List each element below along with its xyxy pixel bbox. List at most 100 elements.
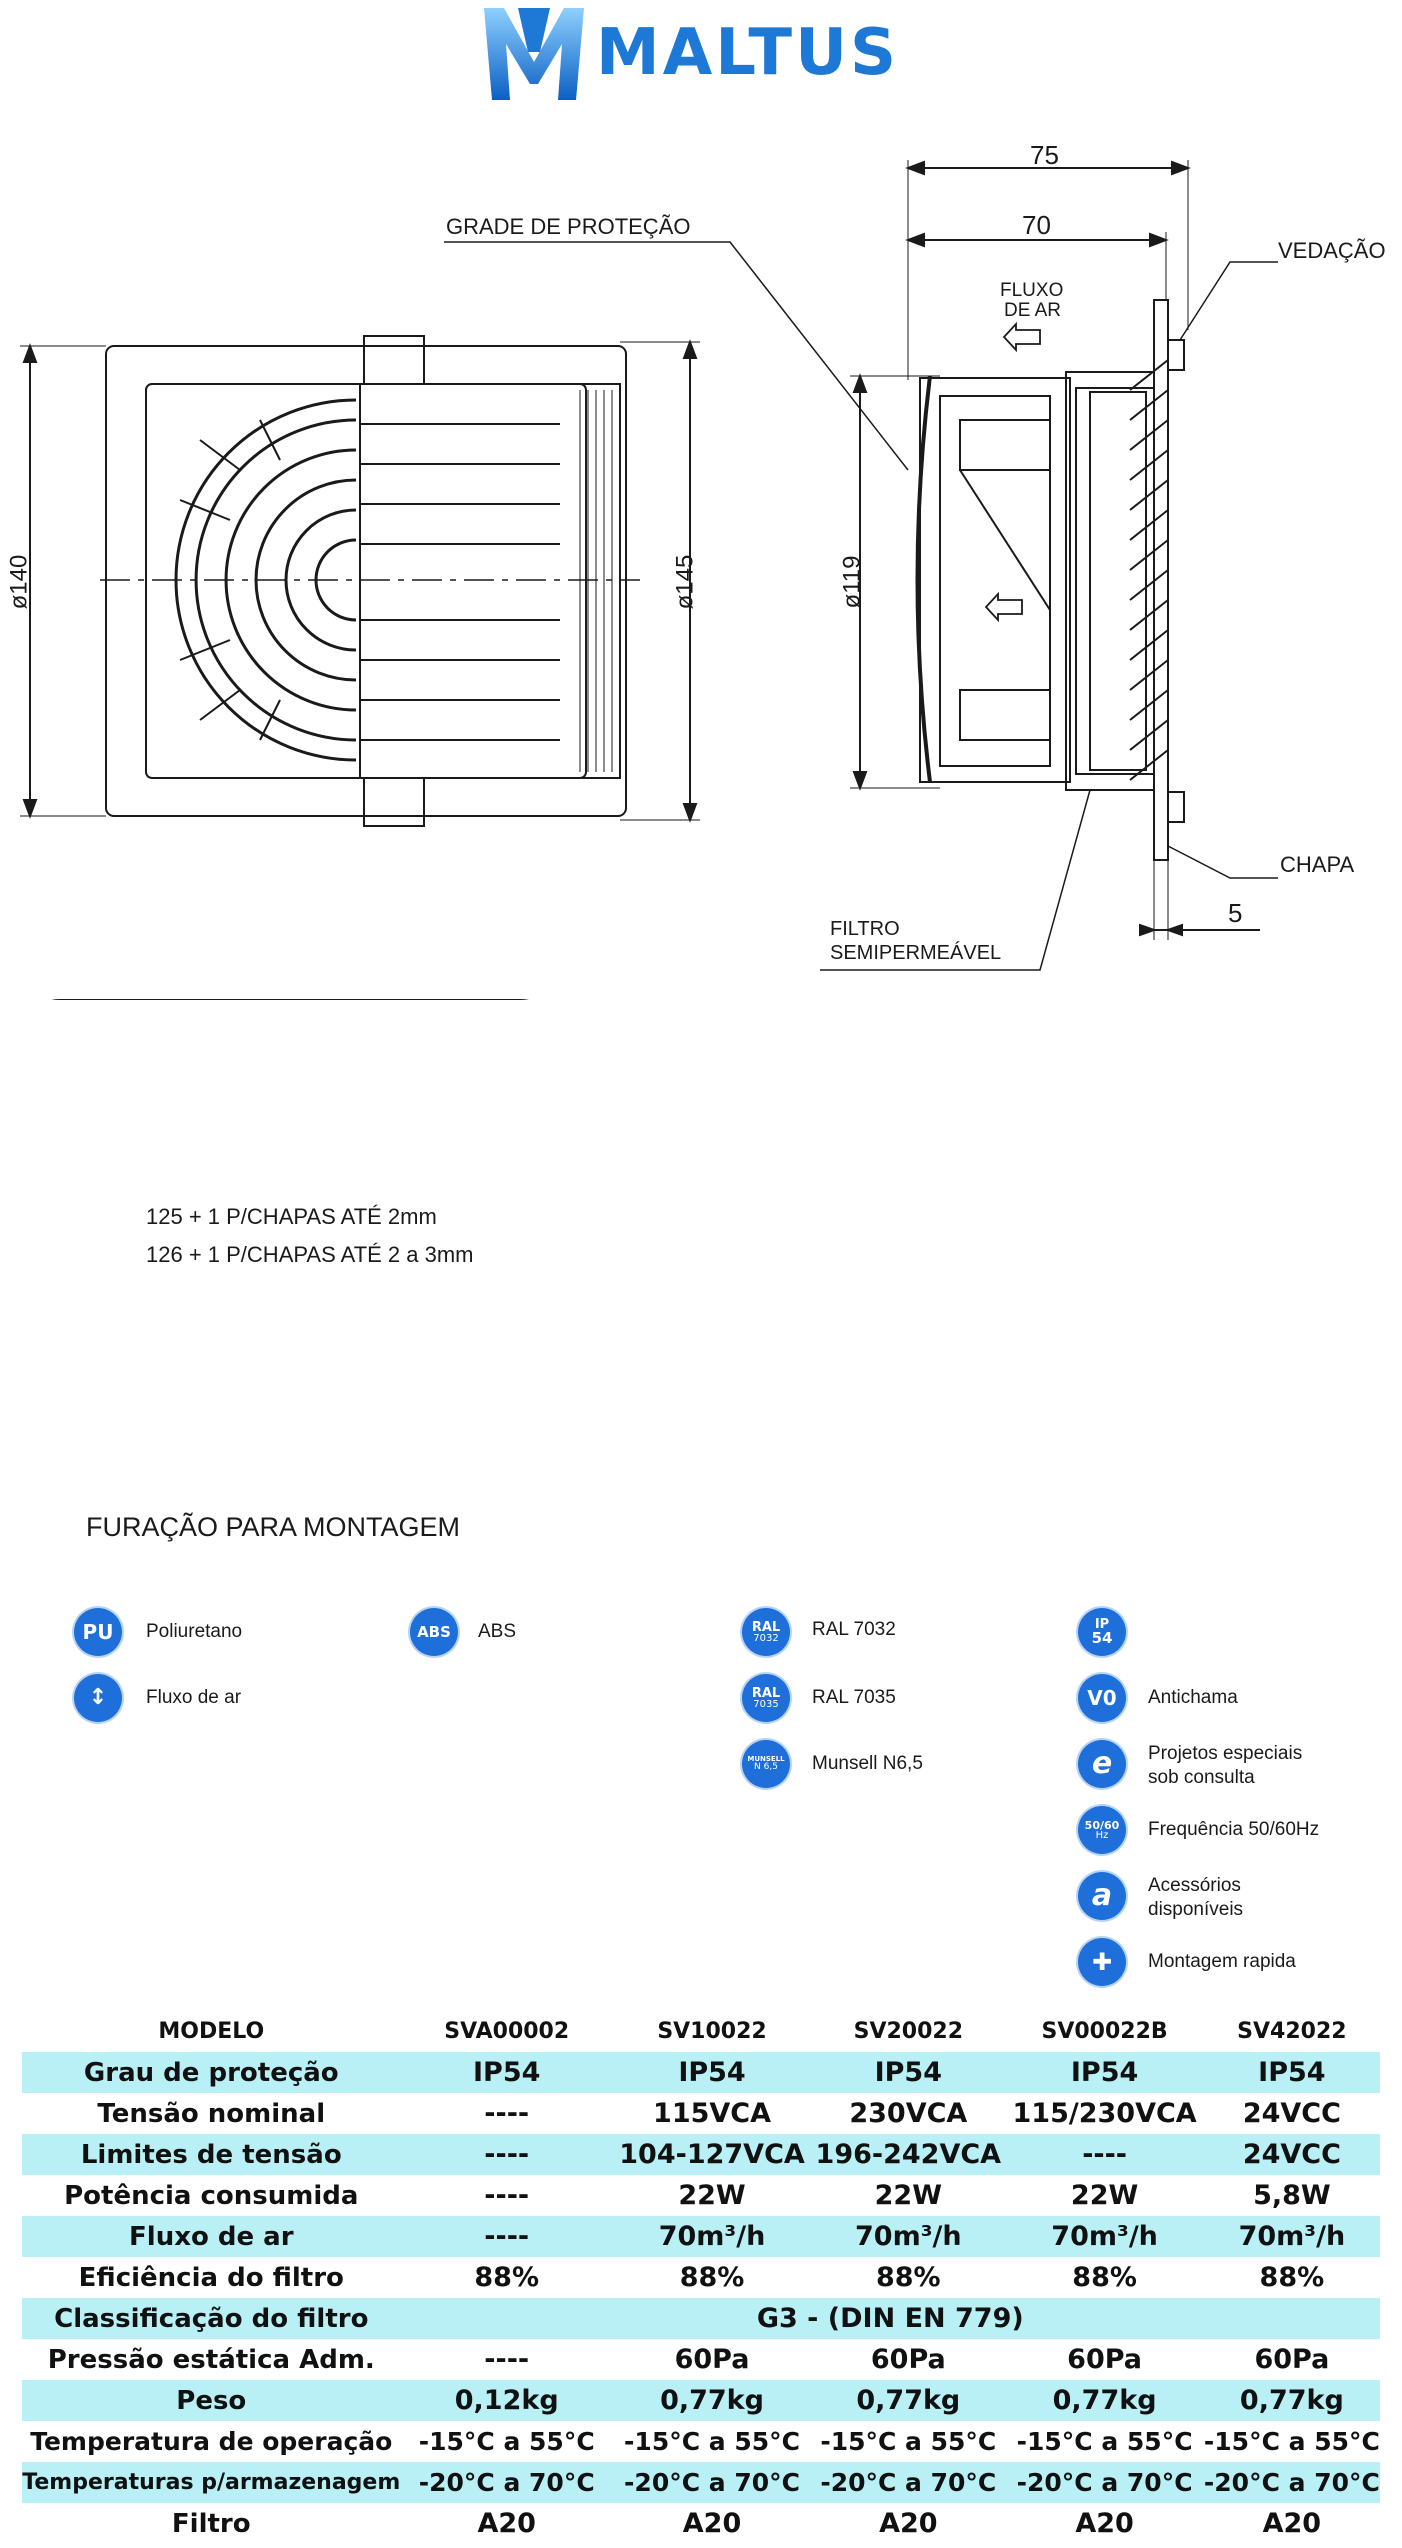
legend-v0: Antichama bbox=[1148, 1687, 1238, 1708]
legend-munsell: Munsell N6,5 bbox=[812, 1753, 923, 1774]
table-cell: 88% bbox=[679, 2262, 745, 2293]
table-row: Fluxo de ar ---- 70m³/h 70m³/h 70m³/h 70… bbox=[22, 2216, 1380, 2257]
dim-5-label: 5 bbox=[1228, 898, 1243, 928]
label-fluxo-1: FLUXO bbox=[1000, 280, 1064, 301]
table-cell: 115/230VCA bbox=[1012, 2098, 1197, 2129]
dim-119-label: ø119 bbox=[838, 555, 866, 609]
technical-drawing bbox=[20, 160, 1278, 1000]
row-label: Grau de proteção bbox=[22, 2052, 401, 2093]
table-cell: 88% bbox=[1259, 2262, 1325, 2293]
munsell-icon: MUNSELL N 6,5 bbox=[742, 1740, 790, 1788]
table-cell: ---- bbox=[484, 2180, 530, 2211]
legend-ral-7032: RAL 7032 bbox=[812, 1619, 896, 1640]
abs-icon: ABS bbox=[410, 1608, 458, 1656]
table-header-row: MODELO SVA00002 SV10022 SV20022 SV00022B… bbox=[22, 2010, 1380, 2052]
frequency-badge-top: 50/60 bbox=[1084, 1818, 1120, 1832]
table-cell: 24VCC bbox=[1242, 2098, 1341, 2129]
table-cell: ---- bbox=[484, 2098, 530, 2129]
munsell-badge-top: MUNSELL bbox=[747, 1755, 785, 1763]
frequency-badge-bottom: Hz bbox=[1095, 1829, 1109, 1841]
row-label: Tensão nominal bbox=[97, 2098, 326, 2129]
ral-7035-badge-top: RAL bbox=[751, 1685, 781, 1701]
label-filtro-2: SEMIPERMEÁVEL bbox=[830, 942, 1002, 964]
table-cell: IP54 bbox=[400, 2052, 613, 2093]
table-cell: 196-242VCA bbox=[811, 2134, 1006, 2175]
table-cell: 60Pa bbox=[1254, 2344, 1330, 2375]
table-row: Potência consumida ---- 22W 22W 22W 5,8W bbox=[22, 2175, 1380, 2216]
quick-mount-icon: ✚ bbox=[1078, 1938, 1126, 1986]
dim-70-label: 70 bbox=[1022, 210, 1051, 240]
table-cell: A20 bbox=[682, 2508, 742, 2539]
ral-7035-icon: RAL 7035 bbox=[742, 1674, 790, 1722]
dim-140-label: ø140 bbox=[5, 554, 33, 610]
table-cell: 22W bbox=[874, 2180, 942, 2211]
table-cell: 70m³/h bbox=[811, 2216, 1006, 2257]
ip54-icon: IP 54 bbox=[1078, 1608, 1126, 1656]
table-cell: ---- bbox=[400, 2216, 613, 2257]
table-cell: 60Pa bbox=[674, 2344, 750, 2375]
row-label: Fluxo de ar bbox=[22, 2216, 401, 2257]
row-label: Eficiência do filtro bbox=[78, 2262, 344, 2293]
legend-pu: Poliuretano bbox=[146, 1621, 243, 1642]
table-cell: 88% bbox=[474, 2262, 540, 2293]
table-cell: -20°C a 70°C bbox=[811, 2462, 1006, 2503]
table-cell: A20 bbox=[1262, 2508, 1322, 2539]
header-col-1: SVA00002 bbox=[444, 2018, 570, 2044]
row-label: Limites de tensão bbox=[22, 2134, 401, 2175]
row-label: Classificação do filtro bbox=[22, 2298, 401, 2339]
table-cell: 24VCC bbox=[1203, 2134, 1380, 2175]
table-cell: 0,12kg bbox=[400, 2380, 613, 2421]
table-row: Temperatura de operação -15°C a 55°C -15… bbox=[22, 2421, 1380, 2462]
table-cell: 60Pa bbox=[1067, 2344, 1143, 2375]
accessories-icon: a bbox=[1078, 1872, 1126, 1920]
table-cell: A20 bbox=[477, 2508, 536, 2539]
v0-icon: V0 bbox=[1078, 1674, 1126, 1722]
table-row: Temperaturas p/armazenagem -20°C a 70°C … bbox=[22, 2462, 1380, 2503]
table-cell: 0,77kg bbox=[1203, 2380, 1380, 2421]
row-label: Filtro bbox=[171, 2508, 251, 2539]
dim-145-label: ø145 bbox=[671, 554, 699, 610]
label-filtro-1: FILTRO bbox=[830, 918, 900, 940]
header-col-4: SV00022B bbox=[1041, 2018, 1168, 2044]
table-cell: -20°C a 70°C bbox=[1203, 2462, 1380, 2503]
legend-airflow: Fluxo de ar bbox=[146, 1687, 242, 1708]
table-cell: -20°C a 70°C bbox=[612, 2462, 812, 2503]
row-label: Peso bbox=[22, 2380, 401, 2421]
legend-quick-mount: Montagem rapida bbox=[1148, 1951, 1296, 1972]
label-grade-protecao: GRADE DE PROTEÇÃO bbox=[446, 214, 691, 239]
table-cell: -15°C a 55°C bbox=[1203, 2427, 1380, 2456]
table-row: Pressão estática Adm. ---- 60Pa 60Pa 60P… bbox=[22, 2339, 1380, 2380]
table-cell: 0,77kg bbox=[811, 2380, 1006, 2421]
special-projects-icon: e bbox=[1078, 1740, 1126, 1788]
pu-icon: PU bbox=[74, 1608, 122, 1656]
ip54-badge-bottom: 54 bbox=[1091, 1629, 1113, 1647]
table-cell-merged: G3 - (DIN EN 779) bbox=[400, 2298, 1380, 2339]
label-fluxo-2: DE AR bbox=[1004, 300, 1062, 321]
brand-name: MALTUS bbox=[596, 16, 900, 90]
table-cell: IP54 bbox=[1203, 2052, 1380, 2093]
table-cell: A20 bbox=[879, 2508, 938, 2539]
legend-abs: ABS bbox=[478, 1621, 517, 1642]
table-cell: 0,77kg bbox=[612, 2380, 812, 2421]
legend-accessories: Acessórios disponíveis bbox=[1148, 1875, 1244, 1920]
legend-ral-7035: RAL 7035 bbox=[812, 1687, 896, 1708]
table-cell: A20 bbox=[1075, 2508, 1134, 2539]
table-cell: IP54 bbox=[811, 2052, 1006, 2093]
table-cell: -15°C a 55°C bbox=[820, 2427, 997, 2456]
frequency-icon: 50/60 Hz bbox=[1078, 1806, 1126, 1854]
table-row: Filtro A20 A20 A20 A20 A20 bbox=[22, 2503, 1380, 2544]
row-label: Temperaturas p/armazenagem bbox=[22, 2462, 401, 2503]
table-cell: ---- bbox=[1005, 2134, 1204, 2175]
table-cell: -20°C a 70°C bbox=[400, 2462, 613, 2503]
header-col-5: SV42022 bbox=[1237, 2018, 1347, 2044]
table-cell: 5,8W bbox=[1253, 2180, 1331, 2211]
row-label: Potência consumida bbox=[64, 2180, 359, 2211]
header-col-3: SV20022 bbox=[853, 2018, 964, 2044]
table-cell: 22W bbox=[678, 2180, 746, 2211]
table-cell: 104-127VCA bbox=[612, 2134, 812, 2175]
row-label: Temperatura de operação bbox=[30, 2427, 393, 2456]
table-cell: 70m³/h bbox=[1203, 2216, 1380, 2257]
table-cell: 115VCA bbox=[653, 2098, 771, 2129]
table-cell: ---- bbox=[484, 2344, 530, 2375]
label-chapa: CHAPA bbox=[1280, 852, 1355, 877]
